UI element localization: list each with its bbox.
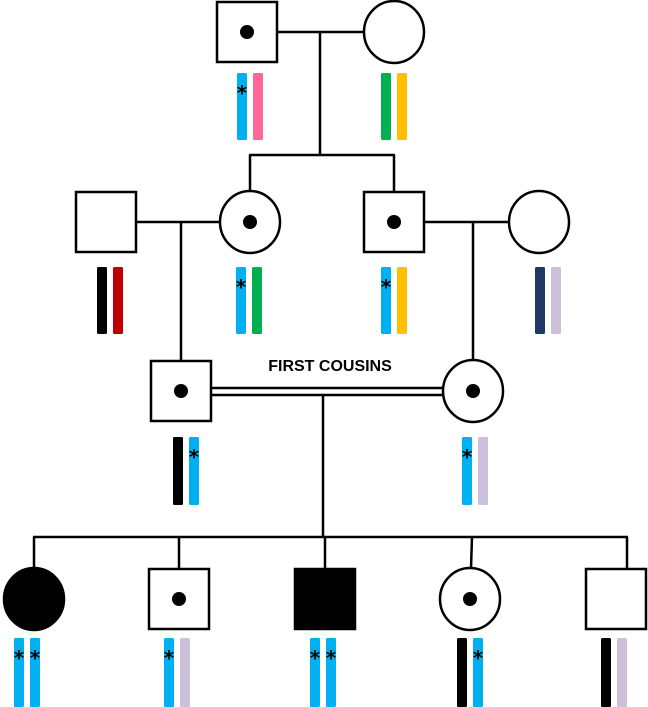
chromosome-bar-red [113, 267, 123, 334]
female-circle-symbol [507, 189, 571, 255]
chromosome-bar-blue [310, 638, 320, 707]
carrier-dot-icon [463, 592, 477, 606]
chromosome-bar-blue [236, 267, 246, 334]
mutation-asterisk: * [310, 646, 321, 670]
chromosome-bar-lilac [551, 267, 561, 334]
mutation-asterisk: * [164, 646, 175, 670]
chromosome-bar-yellow [397, 267, 407, 334]
sib-drop-4 [469, 536, 474, 569]
mutation-asterisk: * [14, 646, 25, 670]
carrier-dot-icon [387, 215, 401, 229]
chromosome-bar-green [252, 267, 262, 334]
chromosome-bar-blue [462, 437, 472, 505]
mutation-asterisk: * [462, 445, 473, 469]
individual-g2-uncle-in-law [74, 190, 138, 334]
chromosome-bar-yellow [397, 73, 407, 140]
individual-g3-female-cousin: * [441, 358, 505, 505]
individual-g1-father: * [215, 0, 279, 140]
female-circle-symbol [2, 566, 66, 632]
carrier-dot-icon [243, 215, 257, 229]
mutation-asterisk: * [473, 646, 484, 670]
chromosome-bar-blue [164, 638, 174, 707]
chromosome-bar-black [173, 437, 183, 505]
carrier-dot-icon [240, 25, 254, 39]
chromosome-bar-black [457, 638, 467, 707]
individual-g4-child-3: ** [293, 567, 357, 707]
chromosome-bar-blue [381, 267, 391, 334]
chromosome-bar-pink [253, 73, 263, 140]
male-square-symbol [74, 190, 138, 254]
individual-g2-aunt-in-law [507, 189, 571, 334]
first-cousins-label: FIRST COUSINS [268, 358, 392, 375]
chromosome-bar-blue [30, 638, 40, 707]
carrier-dot-icon [174, 384, 188, 398]
individual-g2-son: * [362, 190, 426, 334]
individual-g4-child-1: ** [2, 566, 66, 707]
mutation-asterisk: * [30, 646, 41, 670]
chromosome-bar-lilac [478, 437, 488, 505]
mutation-asterisk: * [236, 275, 247, 299]
chromosome-bar-lilac [617, 638, 627, 707]
individual-g4-child-2: * [147, 567, 211, 707]
male-square-symbol [293, 567, 357, 631]
mutation-asterisk: * [237, 81, 248, 105]
mutation-asterisk: * [381, 275, 392, 299]
chromosome-bar-blue [326, 638, 336, 707]
male-square-symbol [584, 567, 648, 631]
individual-g1-mother [362, 0, 426, 140]
individual-g3-male-cousin: * [149, 359, 213, 505]
chromosome-bar-blue [14, 638, 24, 707]
female-circle-symbol [362, 0, 426, 65]
individual-g4-child-5 [584, 567, 648, 707]
relationship-lines [32, 30, 629, 569]
chromosome-bar-black [97, 267, 107, 334]
chromosome-bar-blue [237, 73, 247, 140]
individual-g4-child-4: * [438, 566, 502, 707]
chromosome-bar-black [601, 638, 611, 707]
carrier-dot-icon [172, 592, 186, 606]
individual-g2-daughter: * [218, 189, 282, 334]
chromosome-bar-blue [189, 437, 199, 505]
mutation-asterisk: * [189, 445, 200, 469]
chromosome-bar-blue [473, 638, 483, 707]
chromosome-bar-green [381, 73, 391, 140]
chromosome-bar-lilac [180, 638, 190, 707]
mutation-asterisk: * [326, 646, 337, 670]
carrier-dot-icon [466, 384, 480, 398]
chromosome-bar-navy [535, 267, 545, 334]
